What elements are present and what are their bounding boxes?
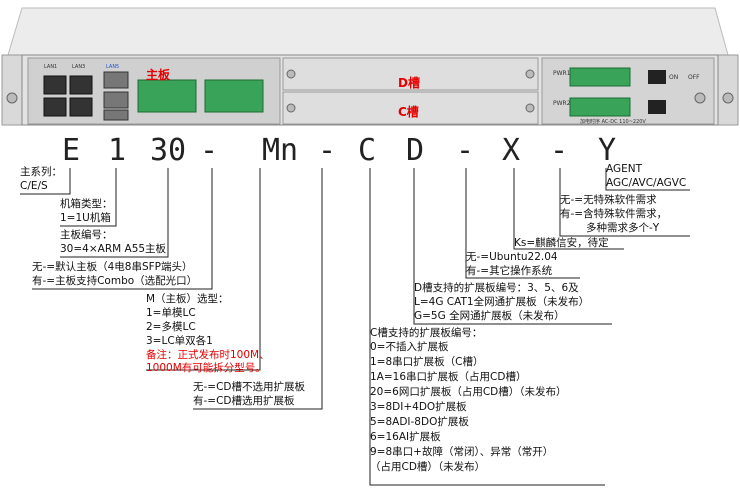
ks-note: Ks=麒麟信安，待定	[514, 237, 609, 249]
d-slot-title: D槽支持的扩展板编号：3、5、6及	[414, 282, 579, 294]
c-slot-option: 3=8DI+4DO扩展板	[370, 401, 467, 413]
pwr-label: PWR1	[553, 70, 571, 77]
screw-icon	[722, 92, 734, 104]
code-e: E	[62, 133, 81, 168]
code-dash: -	[456, 133, 475, 168]
sfp-ports	[103, 71, 129, 121]
code-x: X	[502, 133, 521, 168]
screw-icon	[286, 69, 296, 79]
board-title: 主板编号：	[60, 229, 113, 241]
code-c: C	[358, 133, 377, 168]
pwr1-terminal	[569, 67, 631, 87]
mainboard-label: 主板	[146, 68, 171, 82]
combo-no: 无-=默认主板（4电8串SFP端头）	[32, 261, 193, 273]
lan-label: LAN1	[44, 64, 58, 70]
c-slot-option: 5=8ADI-8DO扩展板	[370, 416, 469, 428]
m-option: 3=LC单双各1	[146, 335, 213, 347]
code-dash: -	[550, 133, 569, 168]
sfp-label: LAN5	[106, 64, 120, 70]
cd-yes: 有-=CD槽选用扩展板	[193, 395, 295, 407]
slot-d-cover	[282, 57, 539, 91]
com-terminals	[137, 79, 264, 113]
slot-c-cover	[282, 91, 539, 125]
cd-no: 无-=CD槽不选用扩展板	[193, 381, 306, 393]
m-note: 1000M有可能拆分型号。	[146, 362, 266, 374]
agent-values: AGC/AVC/AGVC	[606, 177, 687, 189]
series-values: C/E/S	[20, 180, 48, 192]
m-title: M（主板）选型：	[146, 293, 229, 305]
m-option: 2=多模LC	[146, 321, 196, 333]
code-1: 1	[108, 133, 127, 168]
os-no: 无-=Ubuntu22.04	[466, 251, 558, 263]
board-value: 30=4×ARM A55主板	[60, 243, 167, 255]
slot-c-label: C槽	[398, 105, 419, 119]
c-slot-option: 9=8串口+故障（常闭）、异常（常开）	[370, 446, 554, 458]
c-slot-option: 0=不插入扩展板	[370, 341, 449, 353]
switch-on-label: ON	[669, 74, 679, 81]
code-30: 30	[150, 133, 187, 168]
c-slot-option: 20=6网口扩展板（占用CD槽）（未发布）	[370, 386, 567, 398]
chassis-value: 1=1U机箱	[60, 212, 111, 224]
agent-title: AGENT	[606, 163, 643, 175]
c-slot-title: C槽支持的扩展板编号：	[370, 327, 483, 339]
code-d: D	[406, 133, 425, 168]
code-dash: -	[318, 133, 337, 168]
os-yes: 有-=其它操作系统	[466, 265, 553, 277]
device-front-panel	[1, 7, 739, 126]
m-note: 备注：正式发布时100M、	[146, 349, 270, 361]
c-slot-option: 6=16AI扩展板	[370, 431, 441, 443]
screw-icon	[694, 92, 706, 104]
code-mn: Mn	[262, 133, 299, 168]
power-switch-icon	[648, 70, 666, 84]
switch-off-label: OFF	[688, 74, 700, 81]
screw-icon	[286, 103, 296, 113]
d-slot-option: G=5G 全网通扩展板（未发布）	[414, 310, 565, 322]
lan-label: LAN3	[72, 64, 86, 70]
software-multi: 多种需求多个-Y	[586, 222, 660, 234]
c-slot-option: （占用CD槽）（未发布）	[370, 461, 486, 473]
c-slot-option: 1=8串口扩展板（C槽）	[370, 356, 484, 368]
power-spec-label: 加电时序 AC-DC 110~220V	[580, 119, 646, 125]
slot-d-label: D槽	[398, 76, 420, 90]
code-y: Y	[598, 133, 617, 168]
pwr2-terminal	[569, 97, 631, 117]
code-dash: -	[200, 133, 219, 168]
screw-icon	[6, 92, 18, 104]
screw-icon	[525, 69, 535, 79]
software-no: 无-=无特殊软件需求	[560, 194, 657, 206]
pwr-label: PWR2	[553, 100, 571, 107]
combo-yes: 有-=主板支持Combo（选配光口）	[32, 275, 198, 287]
m-option: 1=单模LC	[146, 307, 196, 319]
power-switch-icon	[648, 100, 666, 114]
d-slot-option: L=4G CAT1全网通扩展板（未发布）	[414, 296, 590, 308]
chassis-title: 机箱类型：	[60, 198, 113, 210]
lan-ports	[43, 75, 93, 117]
screw-icon	[525, 103, 535, 113]
series-title: 主系列：	[20, 166, 62, 178]
c-slot-option: 1A=16串口扩展板（占用CD槽）	[370, 371, 527, 383]
software-yes: 有-=含特殊软件需求，	[560, 208, 668, 220]
